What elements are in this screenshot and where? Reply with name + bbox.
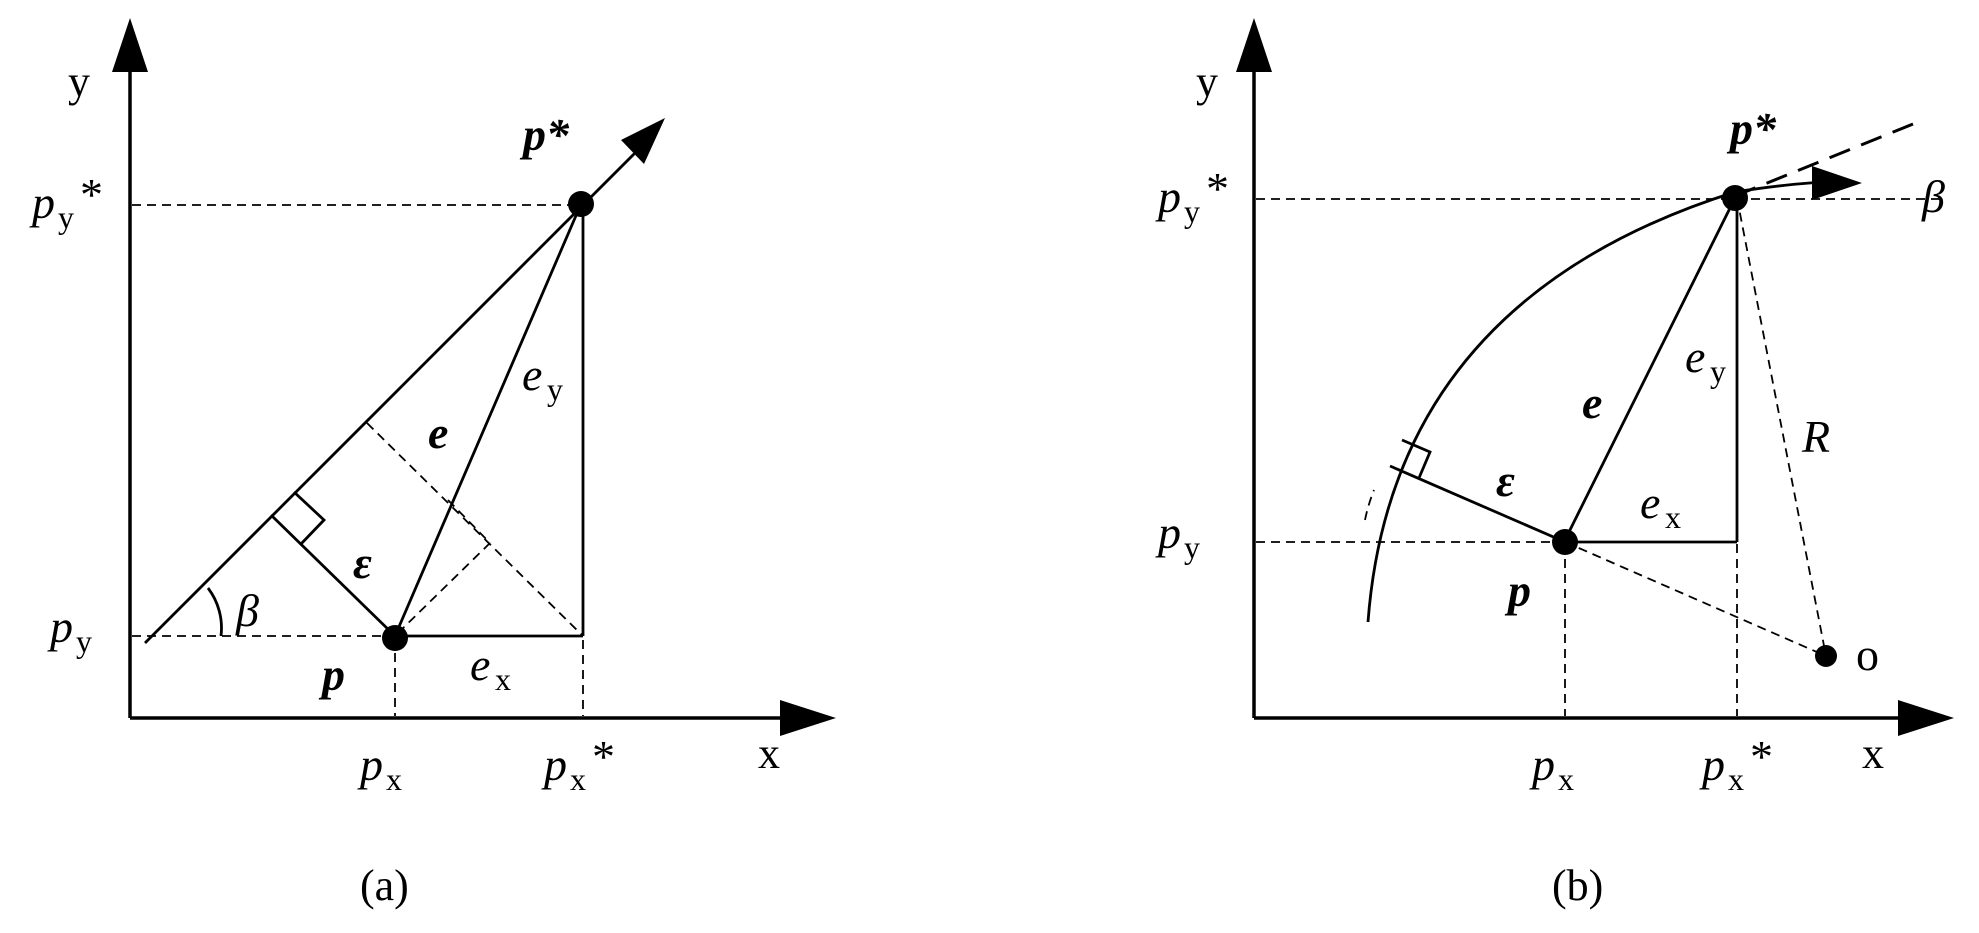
b-dash-pstar-to-o	[1736, 197, 1827, 657]
b-label-eps: ε	[1496, 455, 1515, 506]
b-point-center	[1815, 645, 1837, 667]
a-point-target	[568, 191, 594, 217]
a-path-arrowhead	[621, 118, 665, 164]
b-label-e: e	[1582, 377, 1602, 428]
svg-text:p: p	[541, 739, 567, 790]
a-label-p: p	[318, 649, 345, 700]
b-label-p: p	[1504, 565, 1531, 616]
b-label-py: p y	[1155, 507, 1200, 565]
svg-text:e: e	[1640, 477, 1660, 528]
b-right-angle	[1401, 438, 1432, 479]
b-label-px: p x	[1529, 739, 1574, 797]
b-y-axis-label: y	[1196, 57, 1218, 106]
svg-text:y: y	[58, 199, 74, 235]
svg-text:y: y	[1184, 529, 1200, 565]
a-beta-arc	[206, 587, 223, 637]
a-dash-diag-1	[366, 422, 584, 637]
a-path-line	[144, 149, 639, 644]
svg-text:*: *	[1206, 163, 1229, 214]
a-label-pys: p y *	[29, 169, 103, 235]
a-dash-diag-3	[447, 499, 491, 544]
svg-text:x: x	[495, 661, 511, 697]
svg-text:y: y	[76, 623, 92, 659]
a-y-axis-label: y	[68, 57, 90, 106]
svg-text:p: p	[1529, 739, 1555, 790]
a-label-ex: e x	[470, 639, 511, 697]
b-caption: (b)	[1552, 861, 1603, 910]
svg-text:p: p	[357, 739, 383, 790]
a-x-axis-label: x	[758, 729, 780, 778]
b-label-o: o	[1856, 629, 1879, 680]
svg-text:p: p	[29, 177, 55, 228]
b-label-R: R	[1801, 411, 1830, 462]
a-y-arrowhead	[112, 18, 148, 72]
a-error-vector	[393, 203, 583, 637]
panel-b: y x p* p e ε β R o e y e x p y * p y p x	[1155, 18, 1954, 910]
a-x-arrowhead	[780, 700, 836, 736]
a-label-pstar: p*	[519, 109, 570, 160]
a-label-beta: β	[235, 585, 259, 636]
a-label-px: p x	[357, 739, 402, 797]
b-x-axis-label: x	[1862, 729, 1884, 778]
a-label-e: e	[428, 407, 448, 458]
svg-text:*: *	[80, 169, 103, 220]
svg-text:*: *	[1750, 731, 1773, 782]
b-arc-dash	[1364, 489, 1375, 521]
b-y-arrowhead	[1236, 18, 1272, 72]
b-point-current	[1552, 529, 1578, 555]
svg-text:*: *	[592, 731, 615, 782]
svg-text:p: p	[47, 601, 73, 652]
a-right-angle	[293, 490, 326, 546]
b-label-ey: e y	[1685, 331, 1726, 389]
svg-text:x: x	[1558, 761, 1574, 797]
a-label-py: p y	[47, 601, 92, 659]
svg-text:x: x	[386, 761, 402, 797]
b-error-vector	[1563, 197, 1737, 541]
svg-text:p: p	[1155, 507, 1181, 558]
svg-text:p: p	[1155, 171, 1181, 222]
a-label-eps: ε	[353, 537, 372, 588]
svg-text:p: p	[1699, 739, 1725, 790]
svg-text:y: y	[547, 371, 563, 407]
b-label-pys: p y *	[1155, 163, 1229, 229]
a-dash-diag-2	[397, 542, 491, 634]
b-x-arrowhead	[1898, 700, 1954, 736]
svg-text:y: y	[1710, 353, 1726, 389]
b-arc-path	[1366, 180, 1836, 623]
svg-text:x: x	[570, 761, 586, 797]
svg-text:x: x	[1728, 761, 1744, 797]
b-label-pstar: p*	[1726, 103, 1777, 154]
a-label-ey: e y	[522, 349, 563, 407]
a-epsilon-line	[270, 513, 396, 638]
svg-text:y: y	[1184, 193, 1200, 229]
b-point-target	[1722, 185, 1748, 211]
b-label-beta: β	[1921, 171, 1945, 222]
a-caption: (a)	[360, 861, 409, 910]
svg-text:e: e	[470, 639, 490, 690]
b-dash-p-to-o	[1564, 541, 1827, 657]
panel-a: y x p* p e ε β e y e x p y * p y p x p x	[29, 18, 836, 910]
a-label-pxs: p x *	[541, 731, 615, 797]
svg-text:x: x	[1665, 499, 1681, 535]
b-epsilon-line	[1389, 464, 1566, 544]
svg-text:e: e	[1685, 331, 1705, 382]
b-label-pxs: p x *	[1699, 731, 1773, 797]
svg-text:e: e	[522, 349, 542, 400]
b-arc-arrowhead	[1812, 166, 1862, 200]
b-label-ex: e x	[1640, 477, 1681, 535]
a-point-current	[382, 625, 408, 651]
